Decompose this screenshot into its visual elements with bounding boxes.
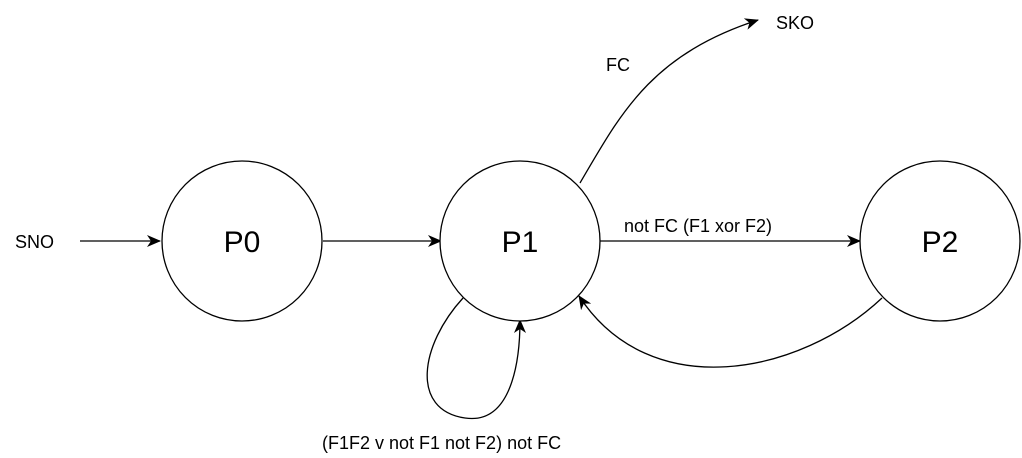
edge-p2-to-p1 [578,295,883,368]
edge-p1-to-sko-label: FC [606,55,630,75]
edge-p1-to-p2-label: not FC (F1 xor F2) [624,216,772,236]
state-p0: P0 [161,160,323,322]
edge-p1-to-sko [579,18,759,184]
state-p2-circle [859,160,1021,322]
edge-p1-self-loop [426,297,526,420]
state-p1-label: P1 [502,226,539,259]
state-p1-circle [439,160,601,322]
edge-p1-self-loop-label: (F1F2 v not F1 not F2) not FC [322,433,561,453]
state-p1: P1 [439,160,601,322]
end-terminal-label: SKO [776,13,814,33]
state-p2: P2 [859,160,1021,322]
state-p0-label: P0 [224,226,261,259]
state-p0-circle [161,160,323,322]
start-terminal-label: SNO [15,232,54,252]
state-p2-label: P2 [922,226,959,259]
